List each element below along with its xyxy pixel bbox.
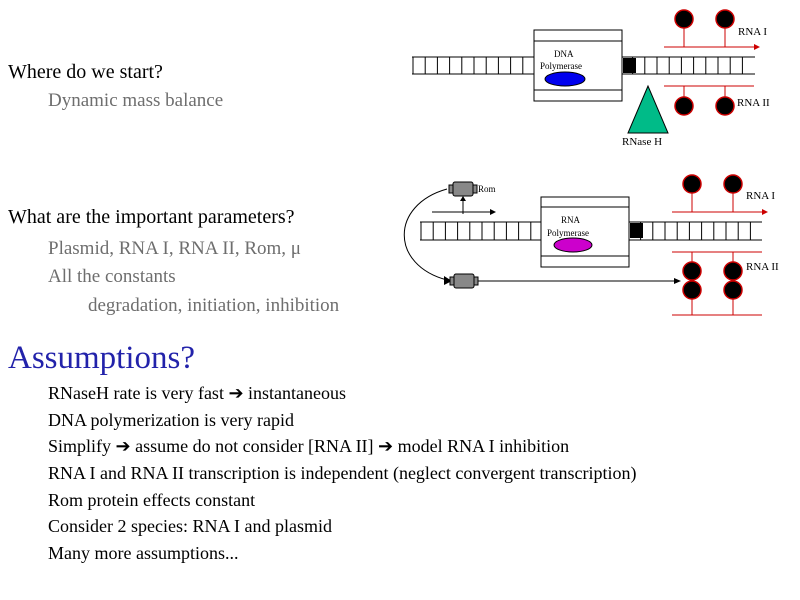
rna-polymerase-label: Polymerase <box>547 228 589 238</box>
rna2-loop <box>674 96 694 116</box>
rna2-label-bottom: RNA II <box>746 261 779 273</box>
assumption-item: RNaseH rate is very fast ➔ instantaneous <box>48 383 347 403</box>
rnase-h-label: RNase H <box>622 136 662 148</box>
origin-marker <box>623 58 636 73</box>
rom-label: Rom <box>478 184 496 194</box>
origin-marker <box>630 223 643 238</box>
parameter-list-constants: All the constants <box>48 266 176 287</box>
answer-mass-balance: Dynamic mass balance <box>48 90 224 111</box>
rna2-top-strand <box>664 85 754 116</box>
rna-polymerase-label: RNA <box>561 215 581 225</box>
rna2-loop <box>682 261 702 281</box>
dna-polymerase-label: DNA <box>554 49 574 59</box>
rna2-loop <box>723 261 743 281</box>
rna2-bottom-strand <box>672 251 762 316</box>
rna2-label-top: RNA II <box>737 97 770 109</box>
rna1-loop <box>682 174 702 194</box>
rna1-bound-loop <box>723 280 743 300</box>
assumption-item: DNA polymerization is very rapid <box>48 410 294 430</box>
rnase-h-shape <box>627 84 669 134</box>
assumption-item: Simplify ➔ assume do not consider [RNA I… <box>48 436 570 456</box>
assumption-item: Many more assumptions... <box>48 543 239 563</box>
question-parameters: What are the important parameters? <box>8 206 295 228</box>
rna1-label-top: RNA I <box>738 26 767 38</box>
question-start: Where do we start? <box>8 61 163 83</box>
assumption-item: RNA I and RNA II transcription is indepe… <box>48 463 637 483</box>
rna1-bound-loop <box>682 280 702 300</box>
assumption-item: Rom protein effects constant <box>48 490 256 510</box>
dna-polymerase-blob <box>544 71 586 87</box>
dna-polymerase-box <box>533 29 623 102</box>
assumption-item: Consider 2 species: RNA I and plasmid <box>48 516 332 536</box>
rna1-label-bottom: RNA I <box>746 190 775 202</box>
rna1-loop <box>715 9 735 29</box>
rna-polymerase-blob <box>553 237 593 253</box>
dna-ladder-top <box>412 56 755 75</box>
rom-protein-bottom <box>449 273 479 289</box>
rom-protein-top <box>448 181 478 197</box>
rna1-top-strand <box>664 9 760 50</box>
rna-polymerase-box <box>540 196 630 268</box>
parameter-list-constant-types: degradation, initiation, inhibition <box>88 295 340 316</box>
rna1-bottom-strand <box>672 174 768 215</box>
rna2-loop <box>715 96 735 116</box>
assumptions-title: Assumptions? <box>8 340 196 376</box>
rom-arrow-curve <box>403 188 448 281</box>
dna-polymerase-label: Polymerase <box>540 61 582 71</box>
dna-ladder-bottom <box>420 221 762 241</box>
rna1-loop <box>674 9 694 29</box>
rna1-loop <box>723 174 743 194</box>
parameter-list-species: Plasmid, RNA I, RNA II, Rom, μ <box>48 238 301 259</box>
